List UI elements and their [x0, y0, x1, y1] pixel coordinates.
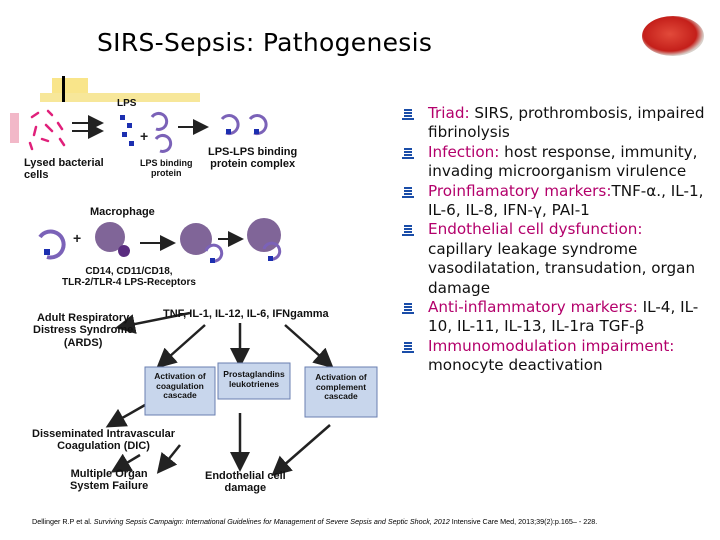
- svg-text:+: +: [73, 230, 81, 246]
- lps-binding-protein-icon: [150, 112, 173, 153]
- bullet-item: Endothelial cell dysfunction: capillary …: [398, 220, 708, 298]
- label-lysed-bacterial-cells: Lysed bacterial cells: [24, 157, 104, 182]
- complement-box: [304, 366, 378, 418]
- bullet-head: Triad:: [428, 104, 470, 122]
- bullet-list: Triad: SIRS, prothrombosis, impaired fib…: [398, 104, 708, 376]
- citation-authors: Dellinger R.P et al.: [32, 517, 94, 526]
- decorative-yellow-bar: [40, 93, 200, 102]
- label-cytokines: TNF, IL-1, IL-12, IL-6, IFNgamma: [163, 308, 329, 320]
- label-mosf: Multiple Organ System Failure: [70, 468, 149, 493]
- bullet-marker-icon: [402, 109, 414, 120]
- bullet-body: SIRS, prothrombosis, impaired fibrinolys…: [428, 104, 705, 142]
- bullet-head: Anti-inflammatory markers:: [428, 298, 638, 317]
- bullet-item: Infection: host response, immunity, inva…: [398, 143, 708, 182]
- petri-dish-image: [642, 16, 704, 56]
- lysed-bacteria-icon: [28, 109, 66, 151]
- pathogenesis-diagram: + +: [28, 109, 378, 477]
- bullet-head: Infection:: [428, 142, 500, 161]
- bullet-marker-icon: [402, 303, 414, 315]
- label-complement-cascade: Activation of complement cascade: [315, 372, 367, 402]
- label-ards: Adult Respiratory Distress Syndrome (ARD…: [33, 312, 134, 349]
- bullet-marker-icon: [402, 225, 414, 237]
- bullet-head: Endothelial cell dysfunction:: [428, 220, 643, 239]
- flow-arrows: [105, 311, 334, 477]
- bullet-head: Proinflamatory markers:: [428, 181, 612, 200]
- bullet-item: Proinflamatory markers:TNF-α., IL-1, IL-…: [398, 182, 708, 221]
- label-coagulation-cascade: Activation of coagulation cascade: [154, 371, 206, 401]
- bullet-item: Triad: SIRS, prothrombosis, impaired fib…: [398, 104, 708, 143]
- bullet-body: capillary leakage syndrome vasodilatatio…: [428, 239, 696, 297]
- lps-molecules-icon: [120, 115, 134, 146]
- citation-footer: Dellinger R.P et al. Surviving Sepsis Ca…: [32, 517, 597, 526]
- prostaglandins-box: [217, 362, 291, 400]
- bullet-item: Immunomodulation impairment: monocyte de…: [398, 337, 708, 376]
- coagulation-box: [144, 366, 216, 416]
- svg-text:+: +: [140, 128, 148, 144]
- macrophage-cells: +: [38, 218, 282, 263]
- label-lps-binding-protein: LPS binding protein: [140, 158, 193, 179]
- bullet-item: Anti-inflammatory markers: IL-4, IL-10, …: [398, 298, 708, 337]
- label-endothelial-damage: Endothelial cell damage: [205, 470, 286, 495]
- bullet-marker-icon: [402, 341, 414, 353]
- label-prostaglandins: Prostaglandins leukotrienes: [223, 369, 285, 389]
- label-macrophage: Macrophage: [90, 206, 155, 218]
- bullet-head: Immunomodulation impairment:: [428, 336, 675, 355]
- label-lps: LPS: [117, 98, 137, 109]
- decorative-vertical-line: [62, 76, 65, 102]
- decorative-pink-block: [10, 113, 19, 143]
- bullet-marker-icon: [402, 147, 414, 159]
- label-receptors: CD14, CD11/CD18, TLR-2/TLR-4 LPS-Recepto…: [62, 266, 196, 289]
- lps-complex-icon: [220, 114, 268, 136]
- bullet-body: IL-4, IL-10, IL-11, IL-13, IL-1ra TGF-β: [428, 298, 699, 336]
- label-dic: Disseminated Intravascular Coagulation (…: [32, 428, 176, 453]
- slide-title: SIRS-Sepsis: Pathogenesis: [97, 28, 433, 57]
- citation-journal: Intensive Care Med, 2013;39(2):p.165– - …: [449, 517, 598, 526]
- citation-title: Surviving Sepsis Campaign: International…: [93, 517, 450, 526]
- bullet-body: TNF-α., IL-1, IL-6, IL-8, IFN-γ, PAI-1: [428, 181, 704, 220]
- bullet-body: host response, immunity, invading microo…: [428, 142, 698, 181]
- bullet-body: monocyte deactivation: [428, 356, 603, 375]
- bullet-marker-icon: [402, 186, 414, 198]
- label-lps-lps-complex: LPS-LPS binding protein complex: [208, 146, 298, 171]
